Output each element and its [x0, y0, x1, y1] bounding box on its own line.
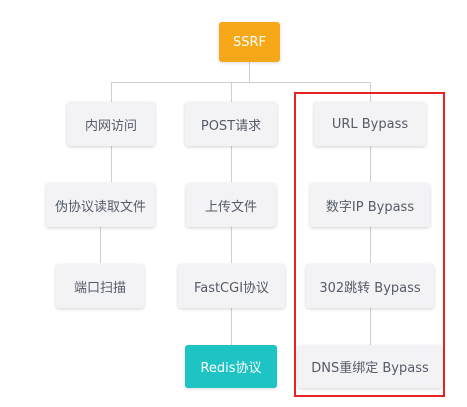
node-numeric-ip-bypass[interactable]: 数字IP Bypass [310, 183, 430, 227]
connector-numeric-302 [370, 227, 371, 263]
node-302-redirect-bypass[interactable]: 302跳转 Bypass [306, 264, 434, 308]
node-ssrf[interactable]: SSRF [219, 22, 280, 62]
node-url-bypass[interactable]: URL Bypass [314, 102, 426, 146]
connector-to-intranet [111, 82, 112, 102]
connector-post-upload [231, 146, 232, 182]
bypass-highlight-box [294, 92, 445, 397]
node-pseudo-protocol-read-file[interactable]: 伪协议读取文件 [46, 183, 155, 227]
connector-upload-fastcgi [231, 227, 232, 263]
node-dns-rebinding-bypass[interactable]: DNS重绑定 Bypass [298, 345, 442, 388]
node-intranet-access[interactable]: 内网访问 [67, 102, 155, 146]
node-redis-protocol[interactable]: Redis协议 [185, 345, 277, 388]
node-upload-file[interactable]: 上传文件 [186, 183, 276, 227]
connector-302-dns [370, 308, 371, 345]
node-fastcgi-protocol[interactable]: FastCGI协议 [178, 264, 285, 308]
connector-level1-horizontal [111, 82, 370, 83]
node-post-request[interactable]: POST请求 [185, 102, 277, 146]
connector-root-down [249, 62, 250, 82]
connector-intranet-pseudo [111, 146, 112, 182]
connector-pseudo-portscan [100, 227, 101, 263]
connector-to-post [231, 82, 232, 102]
connector-fastcgi-redis [231, 308, 232, 345]
connector-url-numeric [370, 146, 371, 182]
node-port-scan[interactable]: 端口扫描 [56, 264, 144, 308]
